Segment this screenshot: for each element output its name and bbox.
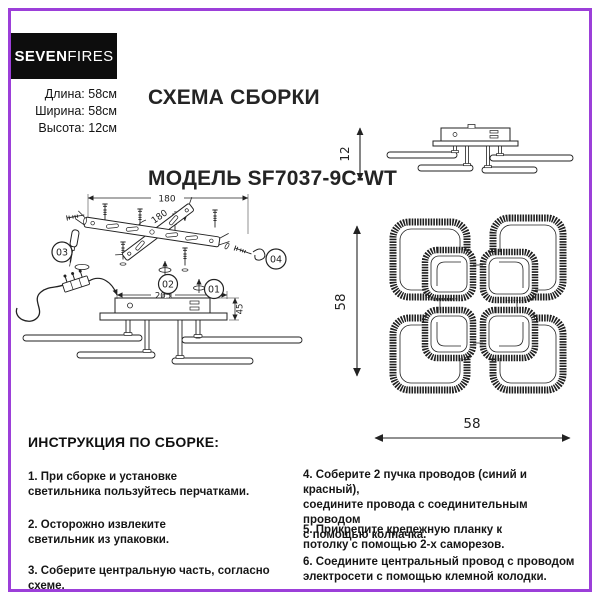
instruction-step-2: 2. Осторожно извлеките светильник из упа… xyxy=(28,518,170,546)
callout-01-label: 01 xyxy=(208,285,220,296)
light-arm xyxy=(417,164,474,172)
light-square-small xyxy=(479,306,539,362)
housing-tab xyxy=(467,124,476,128)
callout-02: 02 xyxy=(157,273,179,295)
base-plate xyxy=(99,312,228,321)
light-arm xyxy=(489,154,574,162)
product-dimensions-list: Длина: 58см Ширина: 58см Высота: 12см xyxy=(2,86,117,137)
light-arm xyxy=(171,357,254,365)
instructions-heading: ИНСТРУКЦИЯ ПО СБОРКЕ: xyxy=(28,434,220,450)
fixture-side-profile xyxy=(386,124,574,174)
dim-label-58-vertical: 58 xyxy=(333,293,349,310)
light-square-small xyxy=(421,246,477,302)
large-light-squares xyxy=(389,214,567,394)
rotation-arrow-02 xyxy=(158,260,172,275)
dim-label-180-top: 180 xyxy=(158,195,175,205)
callout-02-label: 02 xyxy=(162,280,174,291)
light-arm xyxy=(481,166,538,174)
instruction-step-3: 3. Соберите центральную часть, согласно … xyxy=(28,564,270,592)
spec-length: Длина: 58см xyxy=(44,87,117,101)
top-view-diagram: 58 58 xyxy=(333,214,571,442)
instruction-step-1: 1. При сборке и установке светильника по… xyxy=(28,470,250,498)
small-square-inner-lines xyxy=(430,255,530,353)
spec-width: Ширина: 58см xyxy=(35,104,117,118)
dim-label-58-horizontal: 58 xyxy=(463,416,480,432)
side-screw-hook-right xyxy=(224,242,266,261)
callout-04-label: 04 xyxy=(270,255,282,266)
spec-height: Высота: 12см xyxy=(38,121,117,135)
purple-page-border xyxy=(8,8,592,592)
callout-03-label: 03 xyxy=(56,248,68,259)
light-arm xyxy=(76,351,156,359)
light-square-small xyxy=(421,306,477,362)
instruction-step-4: 4. Соберите 2 пучка проводов (синий и кр… xyxy=(303,468,528,541)
light-square-small xyxy=(479,248,539,304)
supply-wire xyxy=(15,284,64,322)
logo-text-light: FIRES xyxy=(67,47,114,65)
small-light-squares xyxy=(421,246,539,362)
rotation-ellipse xyxy=(74,264,90,271)
callout-03: 03 xyxy=(51,241,73,263)
mounting-bracket-long xyxy=(74,210,230,248)
callout-04: 04 xyxy=(265,248,287,270)
dim-58-horizontal: 58 xyxy=(374,416,571,442)
driver-housing xyxy=(440,127,511,142)
rotation-arrow-01 xyxy=(193,278,205,293)
dim-label-12: 12 xyxy=(338,146,352,161)
dim-12: 12 xyxy=(338,127,364,181)
side-screw-left xyxy=(66,211,87,225)
support-posts xyxy=(123,319,203,359)
logo-text-bold: SEVEN xyxy=(14,47,68,65)
instruction-step-6: 6. Соедините центральный провод с провод… xyxy=(303,555,575,583)
light-arm xyxy=(22,334,143,342)
terminal-block-icon xyxy=(62,269,90,293)
center-frame-outline xyxy=(439,264,518,344)
exploded-view-diagram: 180 180 xyxy=(15,194,303,365)
dim-label-45: 45 xyxy=(236,304,246,315)
page-title-line1: СХЕМА СБОРКИ xyxy=(148,86,320,109)
wire-to-housing xyxy=(88,277,118,296)
support-posts xyxy=(451,145,504,169)
dim-label-205: 205 xyxy=(155,292,171,302)
base-plate xyxy=(432,140,519,147)
driver-housing xyxy=(114,297,211,314)
hook-icon xyxy=(252,248,266,261)
dim-58-vertical: 58 xyxy=(333,225,361,377)
light-arm xyxy=(386,151,458,159)
callout-01: 01 xyxy=(203,278,225,300)
ceiling-fixture-base xyxy=(22,293,303,365)
instruction-step-5: 5. Прикрепите крепежную планку к потолку… xyxy=(303,523,505,551)
side-view-diagram: 12 xyxy=(338,124,574,181)
